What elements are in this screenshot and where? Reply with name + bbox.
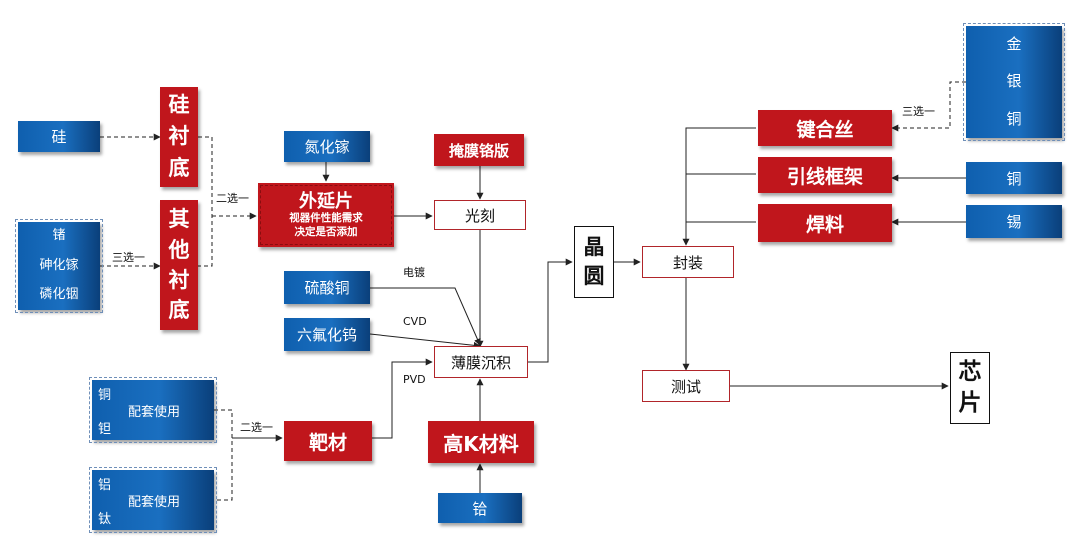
material-bond-metals: 金 银 铜 — [963, 23, 1065, 141]
process-testing: 测试 — [642, 370, 730, 402]
material-al-ti: 铝 配套使用 钛 — [89, 467, 217, 533]
material-gaas: 砷化镓 — [39, 257, 79, 273]
other-substrate-label: 其他衬底 — [168, 207, 190, 323]
bond-wire-to-packaging-arrow — [682, 127, 756, 246]
product-chip: 芯片 — [950, 352, 990, 424]
component-lead-frame: 引线框架 — [758, 157, 892, 193]
material-al-label: 铝 — [98, 478, 112, 493]
product-wafer: 晶圆 — [574, 226, 614, 298]
annotation-ge-three-choose-one: 三选一 — [112, 251, 145, 264]
substrate-choice-bracket — [198, 136, 213, 267]
material-ti-label: 钛 — [98, 512, 112, 527]
component-epi-wafer: 外延片 视器件性能需求 决定是否添加 — [258, 183, 394, 247]
component-solder: 焊料 — [758, 204, 892, 242]
material-inp: 磷化铟 — [39, 286, 79, 302]
process-packaging: 封装 — [642, 246, 734, 278]
material-cu-ta-pair-label: 配套使用 — [128, 405, 181, 420]
material-ag: 银 — [1006, 72, 1022, 91]
material-si: 硅 — [18, 121, 100, 152]
material-au: 金 — [1006, 35, 1022, 54]
material-bond-cu: 铜 — [1006, 109, 1022, 128]
component-highk: 高K材料 — [428, 421, 534, 463]
material-cuso4: 硫酸铜 — [284, 271, 370, 304]
wf6-to-deposition-arrow — [369, 333, 481, 349]
material-ge-group: 锗 砷化镓 磷化铟 — [15, 219, 103, 313]
material-ge: 锗 — [52, 228, 66, 244]
component-target: 靶材 — [284, 421, 372, 461]
wafer-label: 晶圆 — [583, 234, 605, 288]
annotation-pvd: PVD — [403, 373, 426, 386]
material-cu-ta: 铜 配套使用 钽 — [89, 377, 217, 443]
annotation-target-two-choose-one: 二选一 — [240, 421, 273, 434]
material-al-ti-pair-label: 配套使用 — [128, 495, 181, 510]
material-solder-sn: 锡 — [966, 205, 1062, 238]
epi-note-2: 决定是否添加 — [294, 225, 358, 238]
process-thin-film-deposition: 薄膜沉积 — [434, 346, 528, 378]
epi-note-1: 视器件性能需求 — [289, 212, 363, 225]
deposition-to-wafer-arrow — [528, 258, 573, 363]
annotation-bond-three-choose-one: 三选一 — [902, 105, 935, 118]
chip-label: 芯片 — [958, 358, 982, 416]
material-cu-label: 铜 — [98, 388, 112, 403]
material-hf: 铪 — [438, 493, 522, 523]
component-other-substrate: 其他衬底 — [160, 200, 198, 330]
annotation-cvd: CVD — [403, 315, 427, 328]
material-gan: 氮化镓 — [284, 131, 370, 162]
epi-title: 外延片 — [299, 190, 353, 212]
annotation-electroplating: 电镀 — [403, 266, 425, 279]
component-bond-wire: 键合丝 — [758, 110, 892, 146]
material-ta-label: 钽 — [98, 422, 112, 437]
annotation-substrate-two-choose-one: 二选一 — [216, 192, 249, 205]
material-wf6: 六氟化钨 — [284, 318, 370, 351]
target-choice-bracket — [214, 409, 233, 501]
component-si-substrate: 硅衬底 — [160, 87, 198, 187]
si-substrate-label: 硅衬底 — [168, 92, 190, 180]
process-lithography: 光刻 — [434, 200, 526, 230]
component-mask: 掩膜铬版 — [434, 134, 524, 166]
material-frame-cu: 铜 — [966, 162, 1062, 194]
